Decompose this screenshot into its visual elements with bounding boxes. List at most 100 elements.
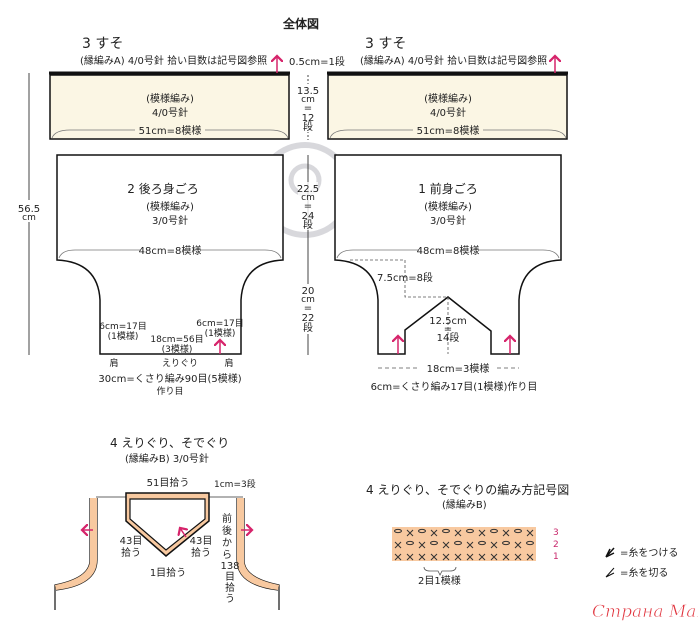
chain-stitch-symbol <box>406 540 414 546</box>
sleeve-left-pattern: (模様編み) <box>146 92 194 105</box>
edging-armhole-text: 目 <box>225 572 235 583</box>
legend-attach-label: =糸をつける <box>620 547 678 559</box>
dim-rows: 12 <box>302 113 315 124</box>
chain-stitch-symbol <box>454 540 462 546</box>
edging-title: 4 えりぐり、そでぐり <box>110 436 229 450</box>
chain-stitch-symbol <box>442 528 450 534</box>
single-crochet-symbol <box>418 553 426 561</box>
attach-yarn-icon <box>605 547 615 558</box>
page-title: 全体図 <box>282 16 319 31</box>
chain-stitch-symbol <box>418 528 426 534</box>
stitch-symbols <box>394 528 534 561</box>
single-crochet-symbol <box>442 541 450 549</box>
back-shoulder-label: 肩 <box>224 357 233 369</box>
edging-armhole-text: ら <box>222 549 232 561</box>
sleeve-left-note: (縁編みA) 4/0号針 拾い目数は記号図参照 <box>80 54 267 67</box>
legend-cut-label: =糸を切る <box>620 567 668 579</box>
front-armhole-depth: 7.5cm=8段 <box>377 271 433 284</box>
back-shoulder-right-width: 6cm=17目 <box>196 318 243 329</box>
sleeve-left-width: 51cm=8模様 <box>139 124 202 137</box>
dim-value: 20 <box>302 286 315 297</box>
edging-side-left-count: 43目 <box>120 536 143 547</box>
back-neck-repeat: (3模様) <box>162 343 193 355</box>
edging-armhole-text: 拾 <box>225 581 235 594</box>
chain-stitch-symbol <box>478 540 486 546</box>
single-crochet-symbol <box>478 529 486 537</box>
back-shoulder-left-width: 6cm=17目 <box>99 321 146 332</box>
row-number: 1 <box>553 552 559 562</box>
back-shoulder-left-repeat: (1模様) <box>108 330 139 342</box>
sleeve-right-pattern: (模様編み) <box>424 92 472 105</box>
front-neck-width: 18cm=3模様 <box>427 362 490 375</box>
single-crochet-symbol <box>490 553 498 561</box>
chain-stitch-symbol <box>526 540 534 546</box>
single-crochet-symbol <box>430 529 438 537</box>
edging-bottom-count: 1目拾う <box>150 566 186 579</box>
dim-value: 13.5 <box>297 86 319 97</box>
back-pattern: (模様編み) <box>146 200 194 213</box>
front-needle: 3/0号針 <box>430 214 466 227</box>
edging-armhole-text: う <box>225 593 235 605</box>
back-shoulder-label: 肩 <box>109 357 118 369</box>
dim-unit: 段 <box>303 120 313 133</box>
single-crochet-symbol <box>478 553 486 561</box>
edging-armhole-text: 前 <box>222 512 232 525</box>
single-crochet-symbol <box>418 541 426 549</box>
sleeve-left: 3 すそ (縁編みA) 4/0号針 拾い目数は記号図参照 (模様編み) 4/0号… <box>49 36 290 140</box>
chain-stitch-symbol <box>502 540 510 546</box>
chain-stitch-symbol <box>466 528 474 534</box>
single-crochet-symbol <box>490 541 498 549</box>
direction-arrow-icon <box>180 528 186 538</box>
front-body: 1 前身ごろ (模様編み) 3/0号針 48cm=8模様 7.5cm=8段 12… <box>334 154 562 393</box>
edging-top-count: 51目拾う <box>147 476 190 489</box>
middle-dimensions: 0.5cm=1段 13.5 cm = 12 段 22.5 cm = 24 段 2… <box>289 55 345 355</box>
front-pattern: (模様編み) <box>424 200 472 213</box>
sleeve-right-note: (縁編みA) 4/0号針 拾い目数は記号図参照 <box>360 54 547 67</box>
single-crochet-symbol <box>526 529 534 537</box>
single-crochet-symbol <box>514 541 522 549</box>
single-crochet-symbol <box>454 553 462 561</box>
chart-note: (縁編みB) <box>442 498 487 511</box>
back-foundation: 作り目 <box>156 385 183 397</box>
legend: =糸をつける =糸を切る <box>605 547 678 579</box>
back-body: 2 後ろ身ごろ (模様編み) 3/0号針 48cm=8模様 6cm=17目 (1… <box>56 154 284 397</box>
single-crochet-symbol <box>466 553 474 561</box>
edging-side-left-label: 拾う <box>121 546 141 559</box>
front-title: 1 前身ごろ <box>418 181 477 196</box>
edging-armhole-text: 後 <box>222 524 232 537</box>
single-crochet-symbol <box>406 529 414 537</box>
dim-unit: cm <box>301 295 315 305</box>
dim-unit: 段 <box>303 321 313 334</box>
single-crochet-symbol <box>394 541 402 549</box>
cut-yarn-icon <box>605 567 615 578</box>
sleeve-left-title: 3 すそ <box>82 36 123 52</box>
edging-armhole-text: か <box>222 537 232 549</box>
dim-value: 22.5 <box>297 184 319 195</box>
edging-armhole-text: 138 <box>220 561 239 572</box>
dim-rows: 24 <box>302 211 315 222</box>
sleeve-right-title: 3 すそ <box>365 36 406 52</box>
dim-unit: cm <box>301 193 315 203</box>
chain-stitch-symbol <box>514 528 522 534</box>
edging-side-right-label: 拾う <box>191 546 211 559</box>
front-chain: 6cm=くさり編み17目(1模様)作り目 <box>371 380 538 393</box>
total-height-unit: cm <box>22 213 36 223</box>
back-chain: 30cm=くさり編み90目(5模様) <box>98 372 241 385</box>
single-crochet-symbol <box>454 529 462 537</box>
single-crochet-symbol <box>394 553 402 561</box>
front-neck-depth: 12.5cm <box>429 316 467 327</box>
front-neck-rows: 14段 <box>437 331 460 344</box>
single-crochet-symbol <box>502 529 510 537</box>
edging-rows: 1cm=3段 <box>214 478 256 490</box>
back-title: 2 後ろ身ごろ <box>127 181 198 196</box>
front-width: 48cm=8模様 <box>417 244 480 257</box>
watermark: Страна Мам <box>592 602 698 622</box>
sleeve-right-width: 51cm=8模様 <box>417 124 480 137</box>
total-height: 56.5 cm <box>18 73 40 355</box>
chart-repeat: 2目1模様 <box>418 574 461 587</box>
row-note: 0.5cm=1段 <box>289 55 345 68</box>
single-crochet-symbol <box>466 541 474 549</box>
single-crochet-symbol <box>430 553 438 561</box>
